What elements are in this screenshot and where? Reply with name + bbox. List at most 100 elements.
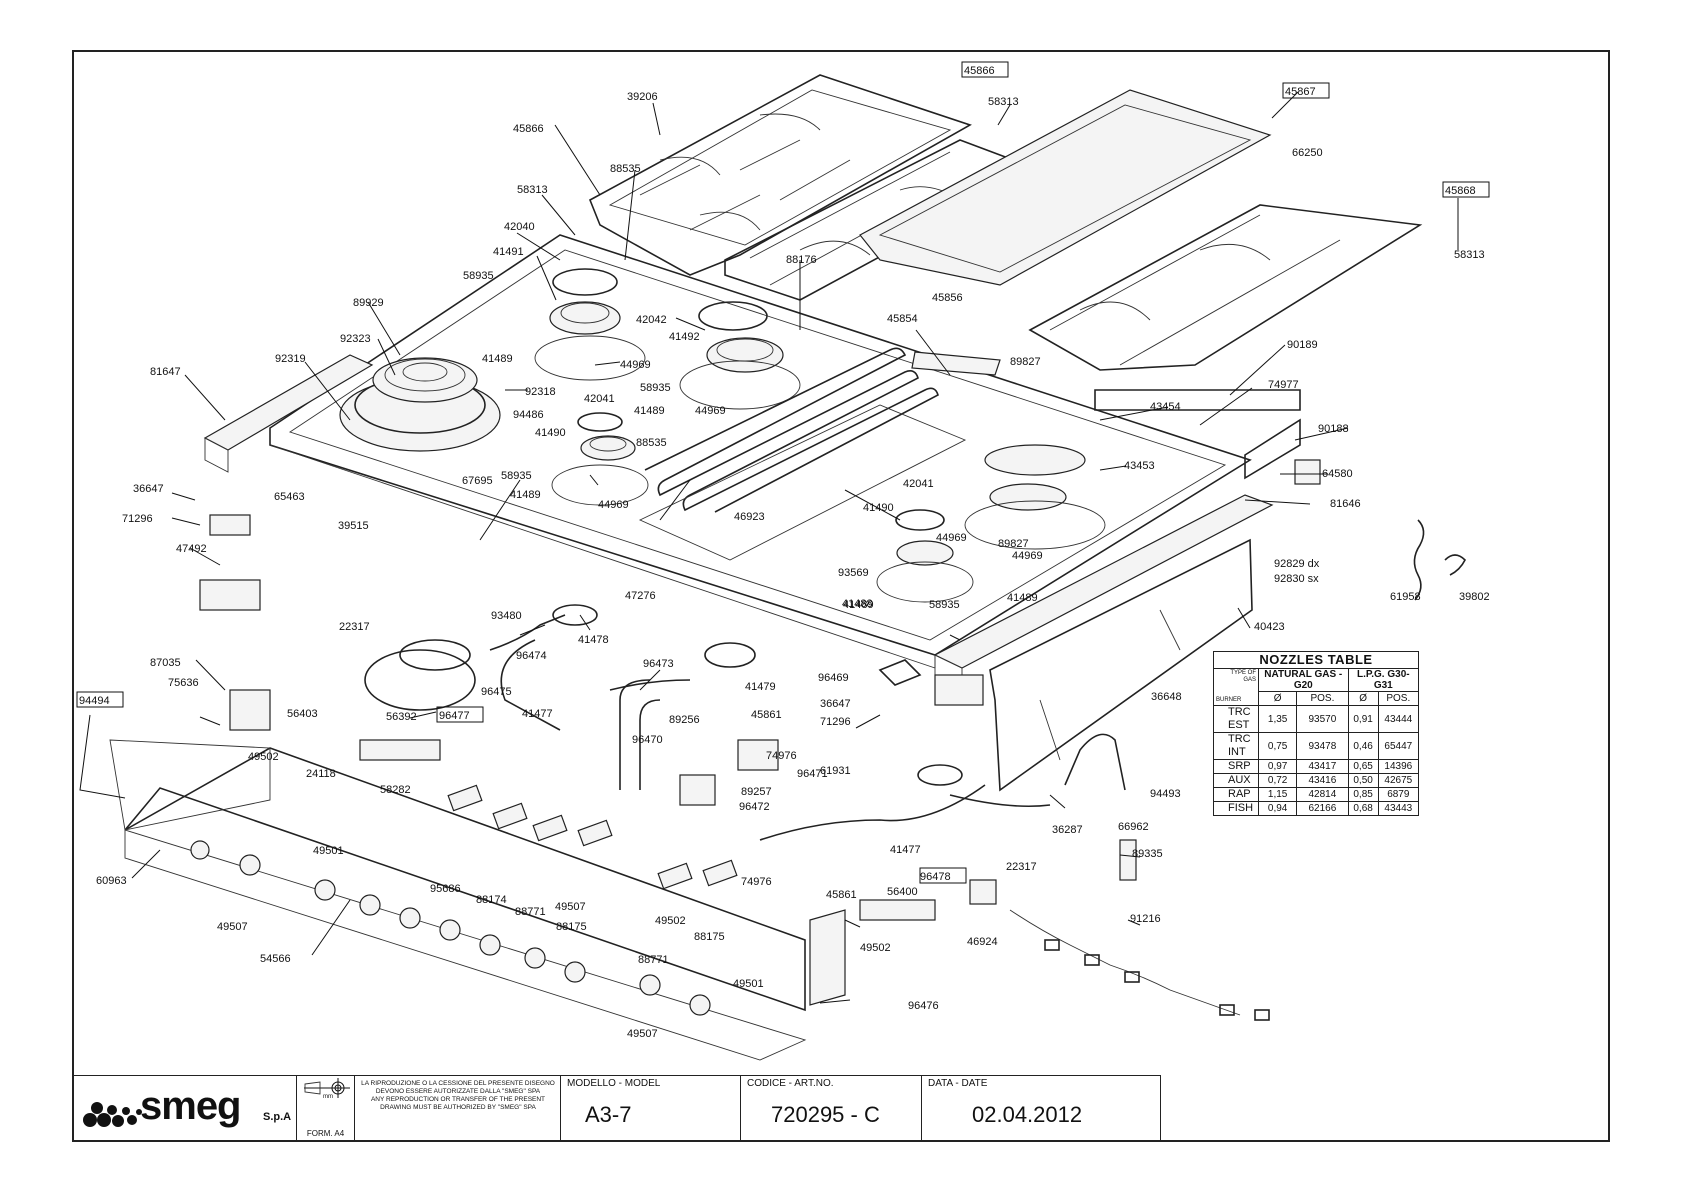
nozzle-cell-ng-pos: 62166	[1296, 801, 1349, 816]
part-number-label: 60963	[96, 875, 127, 887]
part-number-label: 45867	[1285, 86, 1316, 98]
part-number-label: 43453	[1124, 460, 1155, 472]
part-number-label: 88176	[786, 254, 817, 266]
part-number-label: 89827	[1010, 356, 1041, 368]
part-number-label: 46923	[734, 511, 765, 523]
part-number-label: 42042	[636, 314, 667, 326]
part-number-label: 56400	[887, 886, 918, 898]
part-number-label: 41489	[482, 353, 513, 365]
part-number-label: 88771	[638, 954, 669, 966]
part-number-label: 41491	[493, 246, 524, 258]
part-number-label: 61931	[820, 765, 851, 777]
part-number-label: 44969	[1012, 550, 1043, 562]
part-number-label: 92318	[525, 386, 556, 398]
part-number-label: 45861	[751, 709, 782, 721]
part-number-label: 88535	[636, 437, 667, 449]
part-number-label: 71296	[122, 513, 153, 525]
nozzles-table: NOZZLES TABLE BURNER TYPE OF GAS NATURAL…	[1213, 651, 1420, 816]
nozzle-cell-ng-diameter: 0,75	[1257, 732, 1298, 760]
back-rear-strip	[1094, 389, 1301, 480]
part-number-label: 58935	[640, 382, 671, 394]
part-number-label: 45866	[964, 65, 995, 77]
part-number-label: 46924	[967, 936, 998, 948]
nozzle-cell-lpg-pos: 65447	[1377, 732, 1420, 760]
part-number-label: 42041	[584, 393, 615, 405]
hob-top-plate	[269, 234, 1252, 669]
copyright-notice: LA RIPRODUZIONE O LA CESSIONE DEL PRESEN…	[361, 1080, 555, 1111]
nozzle-cell-ng-pos: 93478	[1296, 732, 1349, 760]
part-number-label: 89929	[353, 297, 384, 309]
drawing-frame	[72, 50, 1610, 1142]
nozzle-cell-ng-pos: 43417	[1296, 759, 1349, 774]
part-number-label: 90188	[1318, 423, 1349, 435]
part-number-label: 39206	[627, 91, 658, 103]
part-number-label: 49507	[627, 1028, 658, 1040]
part-number-label: 40423	[1254, 621, 1285, 633]
part-number-label: 49507	[555, 901, 586, 913]
part-number-label: 92319	[275, 353, 306, 365]
part-number-label: 71296	[820, 716, 851, 728]
nozzle-cell-burner: SRP	[1213, 759, 1259, 774]
part-number-label: 41488	[842, 598, 873, 610]
nozzle-cell-lpg-diameter: 0,68	[1347, 801, 1379, 816]
wiring-harness	[1009, 909, 1270, 1021]
nozzle-cell-lpg-diameter: 0,85	[1347, 787, 1379, 802]
burner-rapid	[534, 268, 646, 381]
gas-pipes	[489, 614, 1126, 841]
part-number-label: 41492	[669, 331, 700, 343]
part-number-label: 42041	[903, 478, 934, 490]
nozzle-cell-lpg-diameter: 0,65	[1347, 759, 1379, 774]
part-number-label: 89335	[1132, 848, 1163, 860]
part-number-label: 36648	[1151, 691, 1182, 703]
part-number-label: 54566	[260, 953, 291, 965]
part-number-label: 49501	[733, 978, 764, 990]
form-label: FORM. A4	[306, 1129, 345, 1138]
part-number-label: 41489	[843, 599, 874, 611]
part-number-label: 49501	[313, 845, 344, 857]
part-number-label: 44969	[936, 532, 967, 544]
part-number-label: 22317	[1006, 861, 1037, 873]
part-number-label: 96474	[516, 650, 547, 662]
natural-gas-header: NATURAL GAS - G20	[1258, 668, 1349, 692]
part-number-label: 90189	[1287, 339, 1318, 351]
part-number-label: 96475	[481, 686, 512, 698]
part-number-label: 65463	[274, 491, 305, 503]
nozzle-cell-burner: AUX	[1213, 773, 1259, 788]
nozzle-cell-ng-diameter: 1,15	[1257, 787, 1298, 802]
part-number-label: 58935	[463, 270, 494, 282]
part-number-label: 58313	[988, 96, 1019, 108]
lpg-header: L.P.G. G30-G31	[1347, 668, 1420, 692]
part-number-label: 41490	[863, 502, 894, 514]
part-number-label: 96470	[632, 734, 663, 746]
part-number-label: 45861	[826, 889, 857, 901]
grill-heating-element	[638, 347, 1001, 561]
nozzle-cell-lpg-pos: 14396	[1377, 759, 1420, 774]
part-number-label: 56392	[386, 711, 417, 723]
nozzle-cell-ng-pos: 43416	[1296, 773, 1349, 788]
nozzles-table-title: NOZZLES TABLE	[1213, 651, 1419, 669]
part-number-label: 56403	[287, 708, 318, 720]
title-block: smeg S.p.A mm FORM. A4 LA RIPRODUZIONE O…	[72, 1075, 1161, 1142]
part-number-label: 44969	[620, 359, 651, 371]
burner-triple-crown	[339, 357, 501, 452]
nozzle-cell-lpg-diameter: 0,91	[1347, 705, 1379, 733]
nozzle-cell-lpg-pos: 42675	[1377, 773, 1420, 788]
date-cell: DATA - DATE 02.04.2012	[922, 1076, 1161, 1142]
part-number-label: 89257	[741, 786, 772, 798]
part-number-label: 89827	[998, 538, 1029, 550]
date-caption: DATA - DATE	[928, 1078, 988, 1089]
part-number-label: 42040	[504, 221, 535, 233]
part-number-label: 41478	[578, 634, 609, 646]
part-number-label: 41489	[1007, 592, 1038, 604]
thermocouple-chain	[1413, 519, 1466, 601]
label-boxes	[76, 61, 1490, 884]
ng-diameter-header: Ø	[1257, 691, 1298, 706]
nozzle-cell-ng-diameter: 0,97	[1257, 759, 1298, 774]
part-number-label: 44969	[598, 499, 629, 511]
part-number-label: 96472	[739, 801, 770, 813]
